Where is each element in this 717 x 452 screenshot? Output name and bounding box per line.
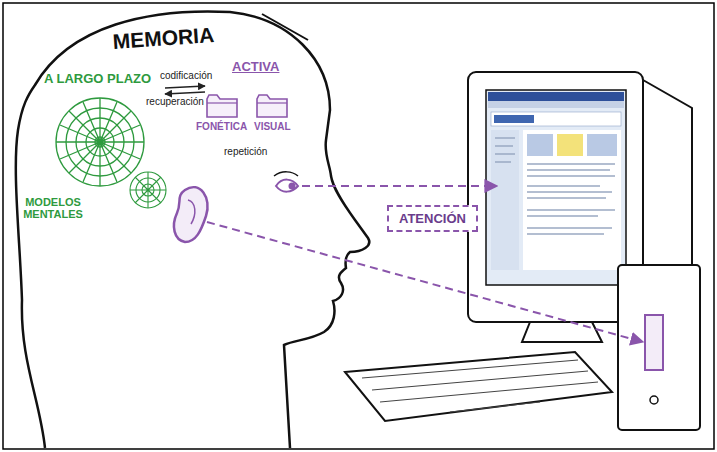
mental-models-label: MODELOS MENTALES [20, 196, 86, 220]
folder-node: VISUAL [254, 94, 291, 132]
node-text: ATENCIÓN [399, 211, 466, 226]
visual-attention-line [302, 185, 497, 187]
keyboard-keys [362, 360, 598, 412]
computer-tower [618, 265, 700, 430]
power-button [650, 396, 658, 404]
folder-node: FONÉTICA [196, 94, 247, 132]
auditory-attention-line [207, 222, 643, 342]
long-term-heading: A LARGO PLAZO [44, 72, 151, 86]
eyebrow [274, 172, 298, 176]
eye [276, 180, 298, 192]
monitor-stand [522, 322, 602, 342]
retrieval-arrow [165, 92, 205, 94]
process-label: recuperación [146, 96, 204, 107]
web-page [488, 92, 624, 270]
ear-inner [188, 200, 195, 224]
head-outline [16, 11, 369, 448]
node-text: FONÉTICA [196, 121, 247, 132]
folder-icon [206, 94, 238, 119]
folder-icon [256, 94, 288, 119]
screen [486, 90, 626, 285]
keyboard [345, 352, 612, 421]
attention-box: ATENCIÓN [387, 205, 478, 232]
hair-line [262, 14, 308, 40]
process-label: codificación [160, 70, 212, 81]
pupil [289, 183, 296, 190]
monitor-bezel [468, 72, 643, 322]
encoding-arrow [165, 86, 205, 88]
frame [3, 3, 714, 449]
speaker-slot [645, 315, 663, 370]
active-heading: ACTIVA [232, 60, 279, 74]
memory-title: MEMORIA [112, 23, 215, 53]
node-text: VISUAL [254, 121, 291, 132]
process-label: repetición [224, 146, 267, 157]
mental-model-web [130, 172, 166, 208]
mental-model-web [56, 98, 144, 186]
ear [174, 187, 208, 242]
